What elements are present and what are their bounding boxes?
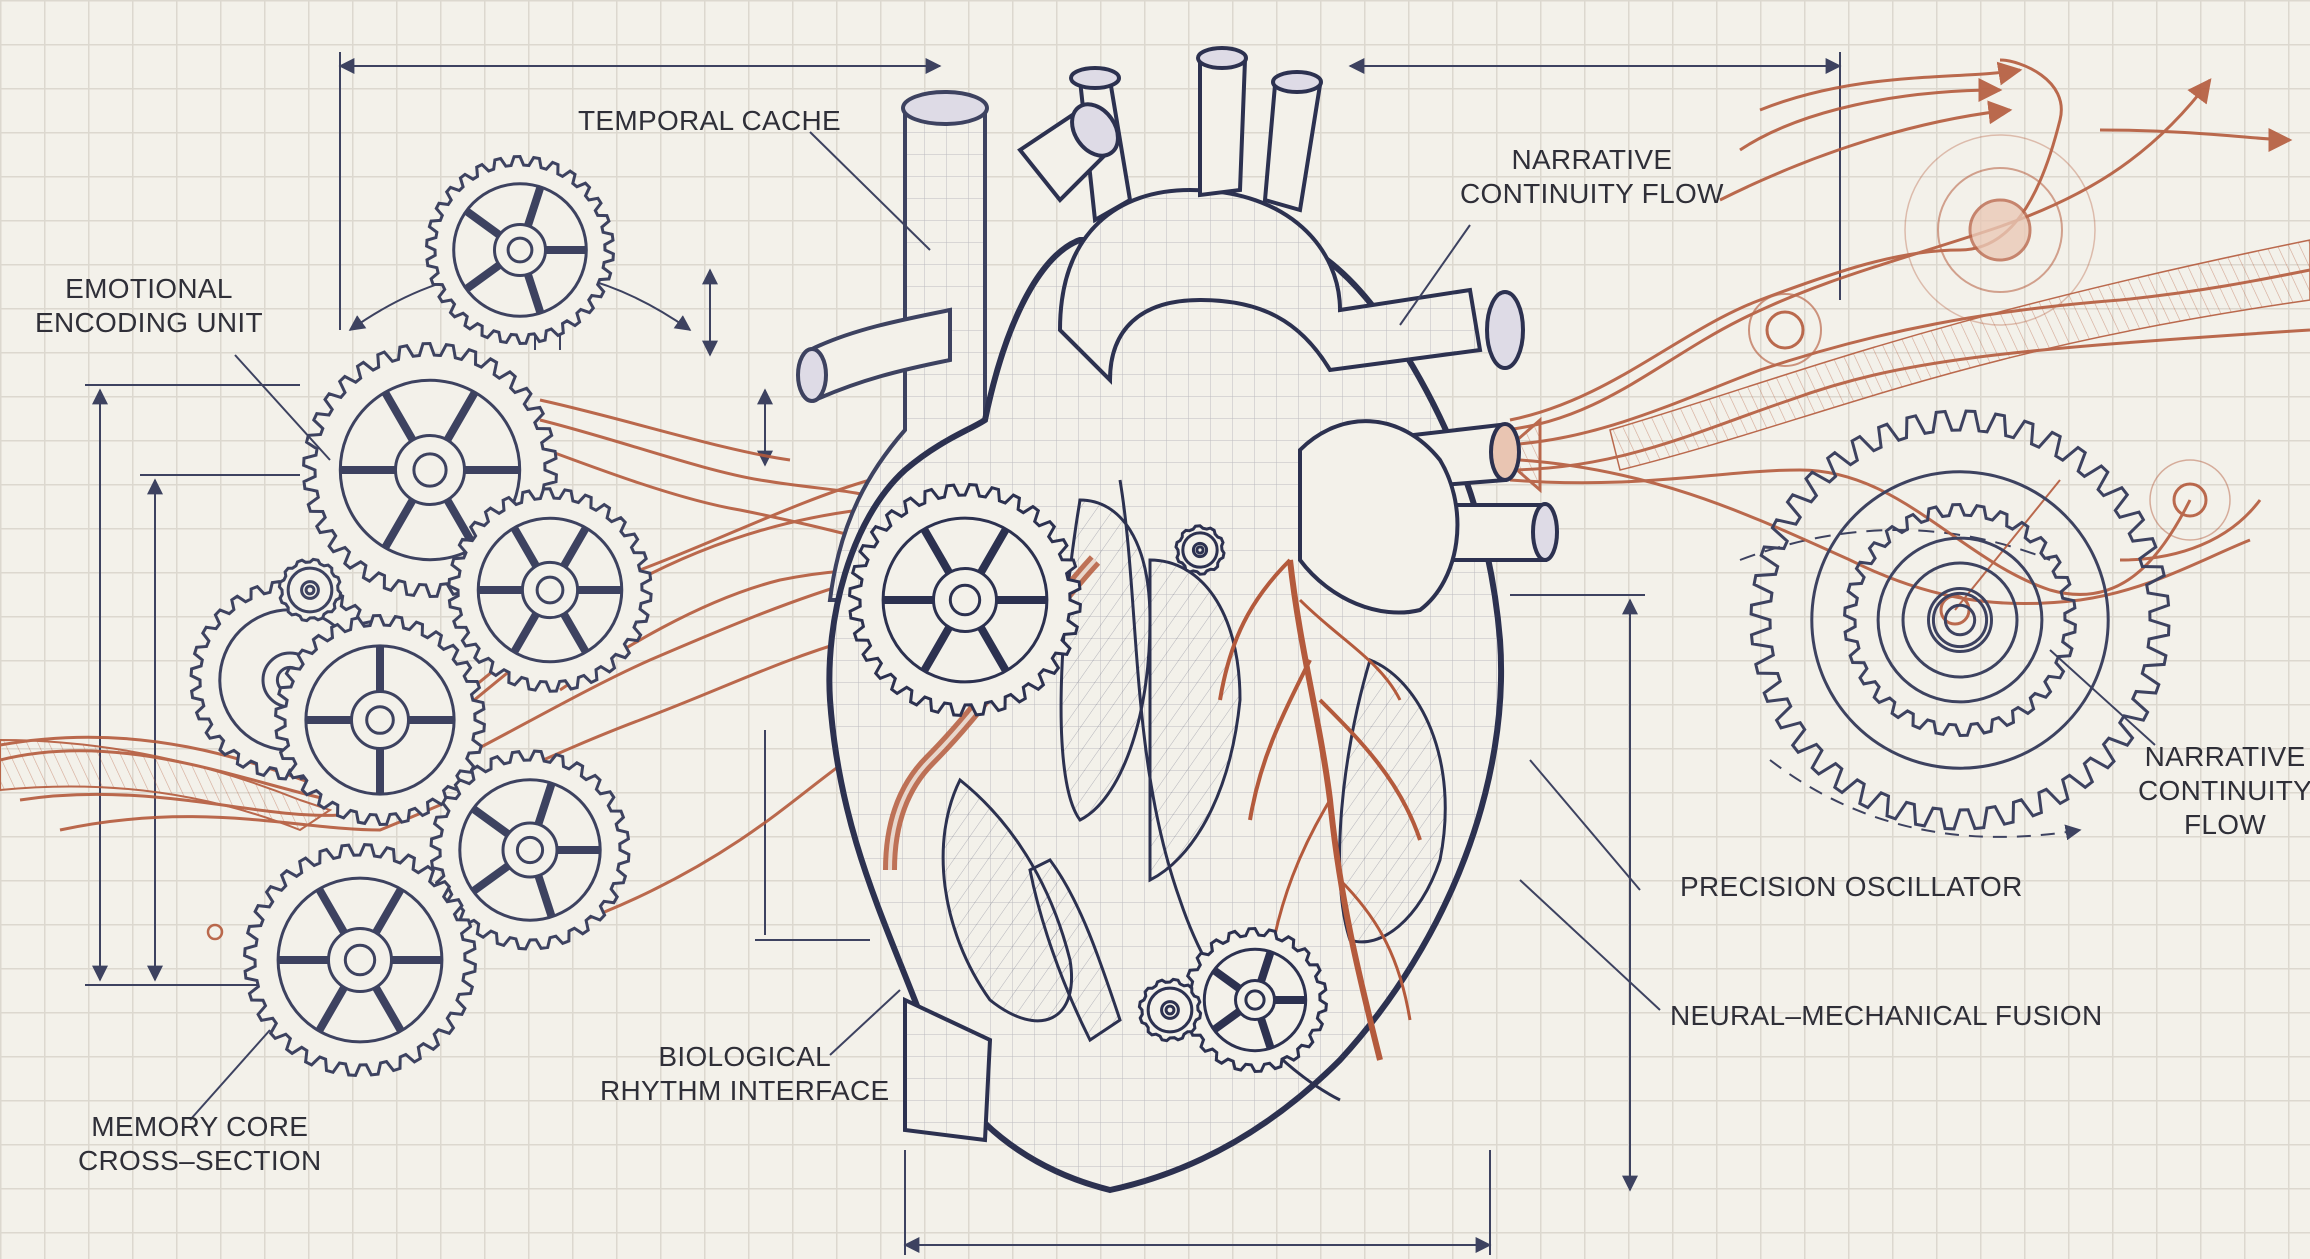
label-line-2: RHYTHM INTERFACE xyxy=(600,1074,889,1108)
label-precision-oscillator-text: PRECISION OSCILLATOR xyxy=(1680,870,2023,904)
label-line-3: FLOW xyxy=(2138,808,2310,842)
label-biological-rhythm-interface: BIOLOGICAL RHYTHM INTERFACE xyxy=(600,1040,889,1108)
label-neural-mechanical-fusion: NEURAL–MECHANICAL FUSION xyxy=(1670,999,2102,1033)
gear-icon xyxy=(1845,505,2076,736)
label-line-1: EMOTIONAL xyxy=(35,272,263,306)
label-temporal-cache: TEMPORAL CACHE xyxy=(578,104,841,138)
label-line-2: CROSS–SECTION xyxy=(78,1144,322,1178)
label-narrative-continuity-flow-right: NARRATIVE CONTINUITY FLOW xyxy=(2138,740,2310,842)
label-temporal-cache-text: TEMPORAL CACHE xyxy=(578,104,841,138)
label-line-1: NARRATIVE xyxy=(1460,143,1724,177)
narrative-flow-gear xyxy=(1751,411,2169,829)
label-memory-core-cross-section: MEMORY CORE CROSS–SECTION xyxy=(78,1110,322,1178)
gear-icon xyxy=(427,157,614,344)
gear-icon xyxy=(279,559,340,620)
label-emotional-encoding-unit: EMOTIONAL ENCODING UNIT xyxy=(35,272,263,340)
label-line-1: MEMORY CORE xyxy=(78,1110,322,1144)
label-line-2: CONTINUITY FLOW xyxy=(1460,177,1724,211)
label-line-2: CONTINUITY xyxy=(2138,774,2310,808)
label-neural-mechanical-fusion-text: NEURAL–MECHANICAL FUSION xyxy=(1670,999,2102,1033)
label-precision-oscillator: PRECISION OSCILLATOR xyxy=(1680,870,2023,904)
label-line-1: NARRATIVE xyxy=(2138,740,2310,774)
label-line-2: ENCODING UNIT xyxy=(35,306,263,340)
gear-icon xyxy=(1139,979,1200,1040)
gear-icon xyxy=(1751,411,2169,829)
label-line-1: BIOLOGICAL xyxy=(600,1040,889,1074)
label-narrative-continuity-flow-top: NARRATIVE CONTINUITY FLOW xyxy=(1460,143,1724,211)
